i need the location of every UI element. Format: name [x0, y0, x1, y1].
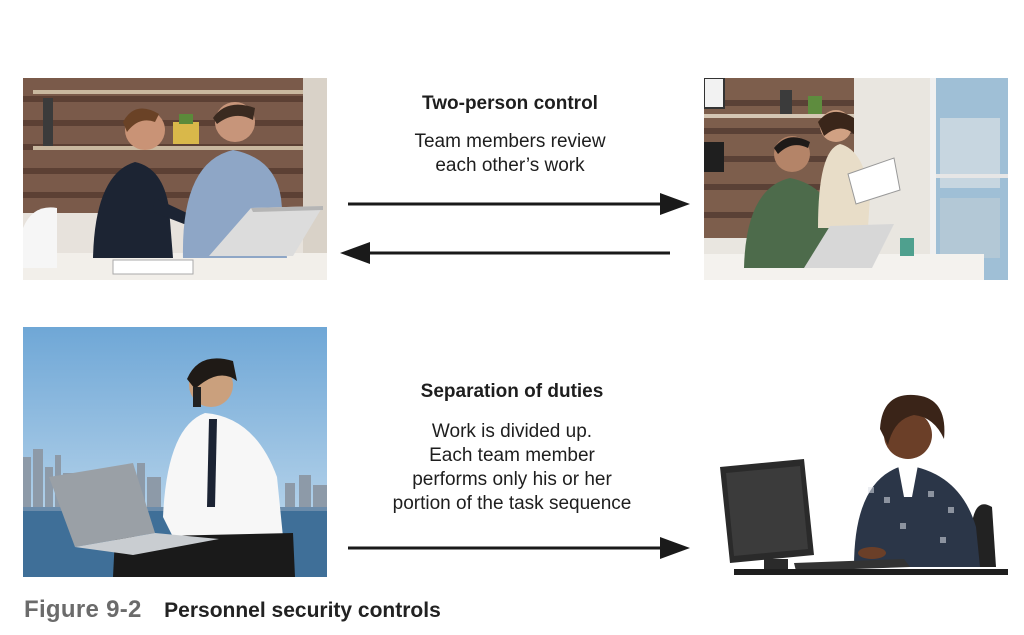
caption-line: each other’s work — [435, 155, 585, 176]
caption-line: Team members review — [414, 131, 606, 152]
caption-line: portion of the task sequence — [392, 493, 632, 514]
photo-two-people-at-laptop — [23, 78, 327, 280]
arrow-right-icon — [348, 537, 690, 559]
caption-line: Each team member — [429, 445, 595, 466]
section-title: Separation of duties — [420, 381, 604, 402]
caption-line: Work is divided up. — [431, 421, 593, 442]
arrow-right-icon — [348, 193, 690, 215]
separation-of-duties-caption: Separation of duties Work is divided up.… — [350, 380, 674, 516]
two-person-control-caption: Two-person control Team members review e… — [360, 92, 660, 178]
section-title: Two-person control — [422, 93, 598, 114]
figure-caption: Figure 9-2 Personnel security controls — [24, 596, 441, 624]
arrow-left-icon — [340, 242, 670, 264]
caption-line: performs only his or her — [412, 469, 612, 490]
figure-label: Figure 9-2 — [24, 596, 142, 623]
photo-man-laptop-waterfront — [23, 327, 327, 577]
figure-title: Personnel security controls — [164, 599, 441, 622]
photo-woman-at-computer — [704, 327, 1008, 577]
photo-colleague-reviewing-work — [704, 78, 1008, 280]
